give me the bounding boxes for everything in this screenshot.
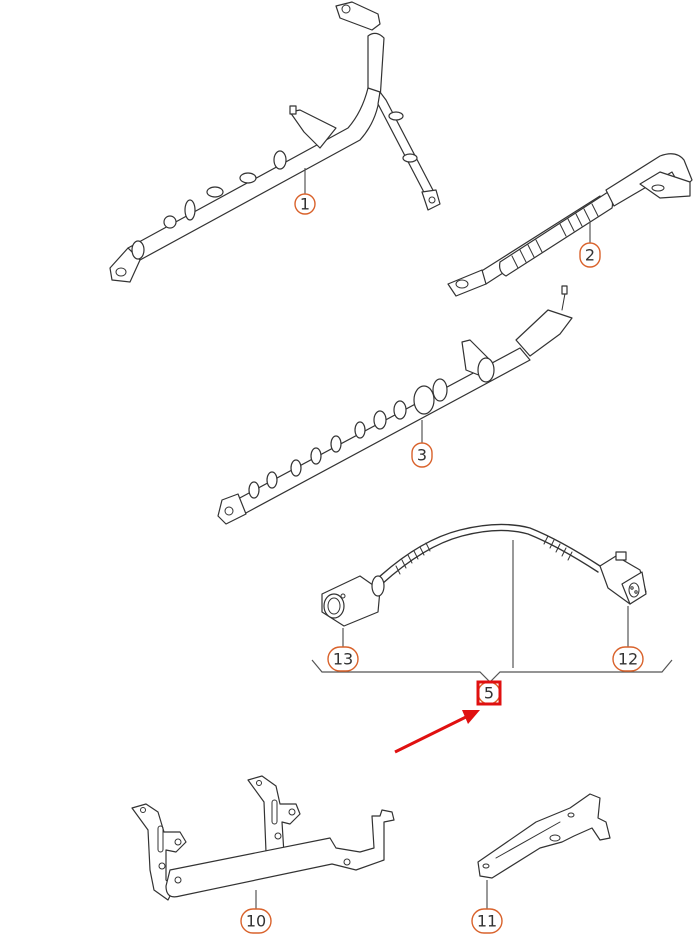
- part-1-cable-harness[interactable]: [109, 1, 441, 283]
- svg-text:13: 13: [333, 650, 353, 669]
- svg-text:3: 3: [417, 446, 427, 465]
- svg-text:1: 1: [300, 195, 310, 214]
- part-5-wiring-harness[interactable]: [321, 523, 647, 627]
- svg-text:12: 12: [618, 650, 638, 669]
- svg-text:10: 10: [246, 912, 266, 931]
- callout-13[interactable]: 13: [327, 646, 359, 672]
- highlight-arrow: [394, 710, 480, 754]
- callout-2[interactable]: 2: [579, 242, 601, 268]
- highlight-box: [476, 680, 502, 706]
- connector-13[interactable]: [321, 575, 385, 627]
- callout-11[interactable]: 11: [471, 908, 503, 934]
- callout-5[interactable]: 5: [476, 680, 502, 706]
- part-10-mounting-bracket[interactable]: [131, 775, 395, 901]
- callout-10[interactable]: 10: [240, 908, 272, 934]
- callout-3[interactable]: 3: [411, 442, 433, 468]
- svg-text:2: 2: [585, 246, 595, 265]
- svg-text:5: 5: [484, 684, 494, 703]
- part-3-cable-harness[interactable]: [217, 285, 573, 525]
- callout-1[interactable]: 1: [294, 193, 316, 215]
- connector-12[interactable]: [599, 551, 647, 605]
- part-2-ground-strap[interactable]: [447, 153, 693, 297]
- svg-text:11: 11: [477, 912, 497, 931]
- callout-12[interactable]: 12: [612, 646, 644, 672]
- part-11-small-bracket[interactable]: [477, 793, 611, 879]
